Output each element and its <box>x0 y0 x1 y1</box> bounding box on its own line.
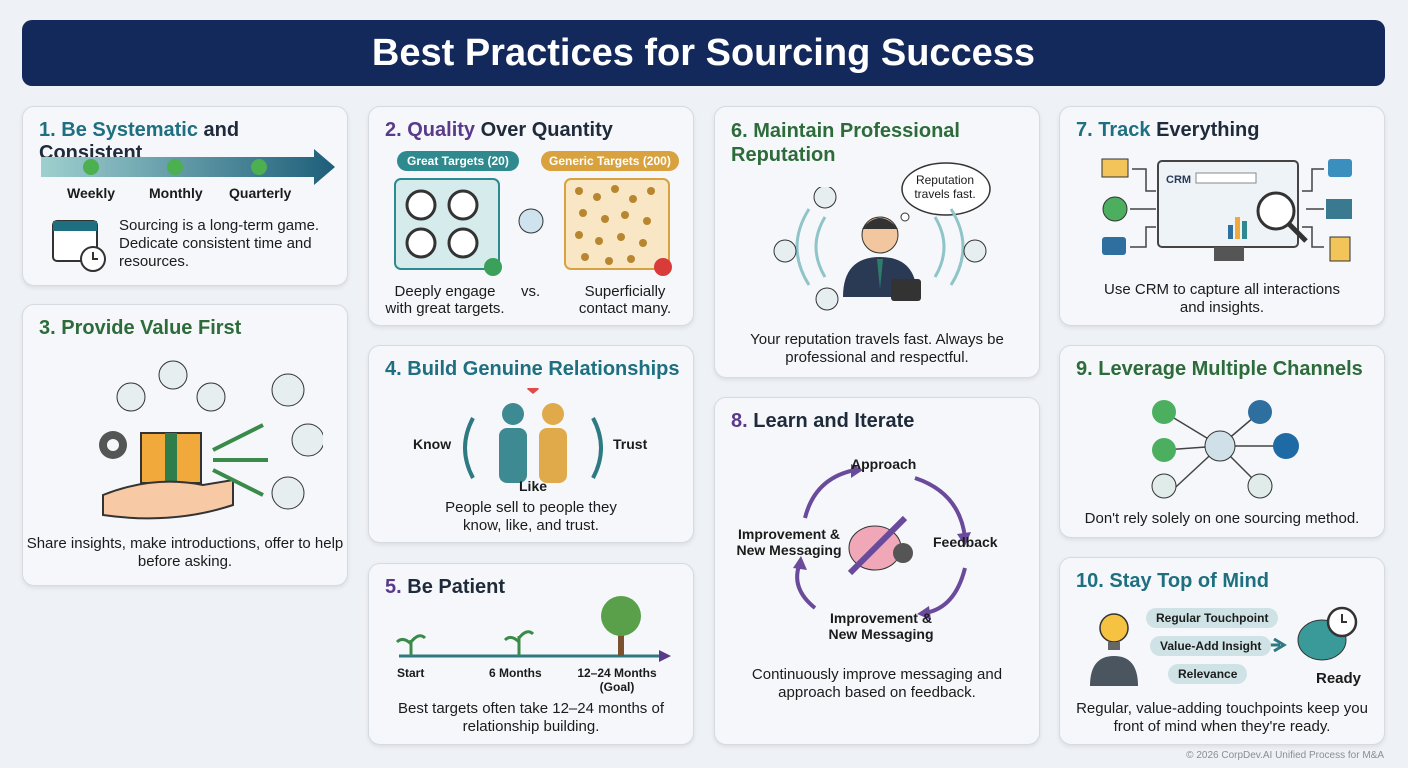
card-text: Your reputation travels fast. Always be … <box>750 331 1004 366</box>
thought-bubble-icon <box>900 162 991 222</box>
generic-targets-badge: Generic Targets (200) <box>541 151 679 171</box>
crm-dashboard-icon <box>1101 158 1352 262</box>
card-title: 7. Track Everything <box>1076 119 1260 141</box>
cycle-improvement-bottom: Improvement & New Messaging <box>828 610 934 642</box>
card-title: 5. Be Patient <box>385 576 506 598</box>
card-text: Best targets often take 12–24 months of … <box>397 700 664 735</box>
cycle-approach: Approach <box>851 456 917 472</box>
bubble-text: Reputation travels fast. <box>914 173 976 201</box>
card-channels: 9. Leverage Multiple Channels Don't rely… <box>1059 345 1385 538</box>
card-title: 4. Build Genuine Relationships <box>385 358 680 380</box>
great-targets-badge: Great Targets (20) <box>397 151 519 171</box>
card-title: 10. Stay Top of Mind <box>1076 570 1269 592</box>
timeline-arrow-icon <box>41 149 335 185</box>
card-text: Continuously improve messaging and appro… <box>751 666 1003 701</box>
ready-label: Ready <box>1316 670 1362 687</box>
pill-relevance: Relevance <box>1168 664 1248 684</box>
step-weekly: Weekly <box>67 185 115 201</box>
left-text: Deeply engage with great targets. <box>385 283 505 317</box>
card-reputation: 6. Maintain Professional Reputation Repu… <box>714 106 1040 378</box>
card-provide-value: 3. Provide Value First Share insights, m… <box>22 304 348 586</box>
label-know: Know <box>413 436 452 452</box>
handshake-people-icon <box>463 388 603 483</box>
card-quality: 2. Quality Over Quantity Great Targets (… <box>368 106 694 326</box>
card-title: 6. Maintain Professional Reputation <box>731 120 960 166</box>
card-text: Don't rely solely on one sourcing method… <box>1084 510 1360 527</box>
channels-network-icon <box>1151 400 1299 499</box>
card-text: Sourcing is a long-term game. Dedicate c… <box>119 217 320 270</box>
iteration-cycle-icon <box>793 464 971 620</box>
lightbulb-person-icon <box>1090 613 1138 686</box>
crm-label: CRM <box>1166 174 1192 186</box>
professional-person-icon <box>773 187 987 311</box>
page-title: Best Practices for Sourcing Success <box>22 20 1385 86</box>
card-be-systematic: 1. Be Systematic and Consistent Weekly M… <box>22 106 348 286</box>
right-text: Superficially contact many. <box>578 283 672 317</box>
card-be-patient: 5. Be Patient Start 6 Months 12–24 Month… <box>368 563 694 745</box>
gift-hand-icon <box>99 360 323 520</box>
targets-comparison-icon <box>394 178 672 276</box>
card-title: 2. Quality Over Quantity <box>385 119 613 141</box>
step-quarterly: Quarterly <box>229 185 292 201</box>
growth-timeline-icon <box>395 596 671 662</box>
label-like: Like <box>519 478 548 494</box>
pill-value-add-insight: Value-Add Insight <box>1150 636 1272 656</box>
card-text: Use CRM to capture all interactions and … <box>1104 281 1340 316</box>
milestone-start: Start <box>397 666 425 680</box>
pill-regular-touchpoint: Regular Touchpoint <box>1146 608 1279 628</box>
footer-copyright: © 2026 CorpDev.AI Unified Process for M&… <box>1186 750 1384 761</box>
brain-clock-icon <box>1297 606 1358 661</box>
card-title: 9. Leverage Multiple Channels <box>1076 358 1363 380</box>
step-monthly: Monthly <box>149 185 203 201</box>
cycle-feedback: Feedback <box>933 534 998 550</box>
card-title: 8. Learn and Iterate <box>731 410 915 432</box>
card-text: Share insights, make introductions, offe… <box>26 535 344 570</box>
milestone-goal: 12–24 Months (Goal) <box>577 666 657 694</box>
card-title: 3. Provide Value First <box>39 317 242 339</box>
calendar-clock-icon <box>52 220 106 272</box>
card-learn-iterate: 8. Learn and Iterate Approach Feedback I… <box>714 397 1040 745</box>
card-relationships: 4. Build Genuine Relationships Know Like… <box>368 345 694 543</box>
vs-label: vs. <box>521 283 541 300</box>
card-text: Regular, value-adding touchpoints keep y… <box>1076 700 1368 735</box>
label-trust: Trust <box>613 436 648 452</box>
card-text: People sell to people they know, like, a… <box>445 499 617 534</box>
milestone-6-months: 6 Months <box>489 666 542 680</box>
card-top-of-mind: 10. Stay Top of Mind Regular Touchpoint … <box>1059 557 1385 745</box>
cycle-improvement-left: Improvement & New Messaging <box>736 526 842 558</box>
card-track-everything: 7. Track Everything CRM Use CRM to captu… <box>1059 106 1385 326</box>
